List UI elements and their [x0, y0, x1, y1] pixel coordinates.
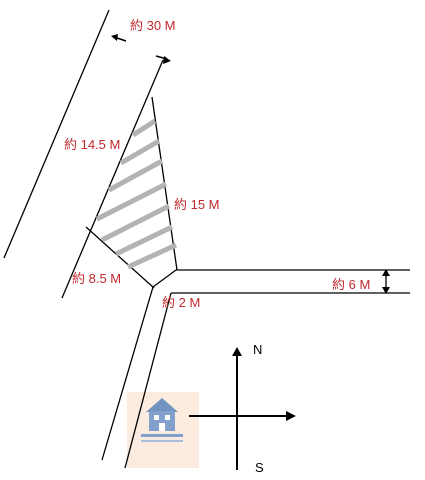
- label-road-right-6m: 約 6 M: [332, 277, 370, 292]
- label-triangle-right-15m: 約 15 M: [174, 197, 220, 212]
- compass-north-arrowhead: [232, 347, 242, 356]
- label-triangle-left-14-5m: 約 14.5 M: [64, 137, 120, 152]
- compass-north-label: N: [253, 342, 262, 357]
- compass: N S: [189, 342, 296, 475]
- road-junction-top: [152, 269, 177, 288]
- compass-east-arrowhead: [286, 411, 296, 421]
- house-logo-watermark: [127, 392, 199, 468]
- width-arrow-right: [155, 55, 171, 64]
- road-2m-right-edge: [124, 292, 172, 469]
- compass-south-label: S: [255, 460, 264, 475]
- triangle-bottom-side: [85, 226, 155, 289]
- label-road-width-30m: 約 30 M: [130, 18, 176, 33]
- road-30m-left-edge: [3, 9, 110, 259]
- road-2m-left-edge: [101, 286, 154, 461]
- label-triangle-bottom-8-5m: 約 8.5 M: [72, 271, 121, 286]
- label-road-lower-2m: 約 2 M: [162, 295, 200, 310]
- house-icon: [141, 398, 183, 442]
- dimension-arrow-6m: [382, 269, 390, 294]
- triangle-hatching: [95, 118, 178, 270]
- road-30m-right-edge: [61, 59, 164, 299]
- width-arrow-left: [111, 34, 127, 42]
